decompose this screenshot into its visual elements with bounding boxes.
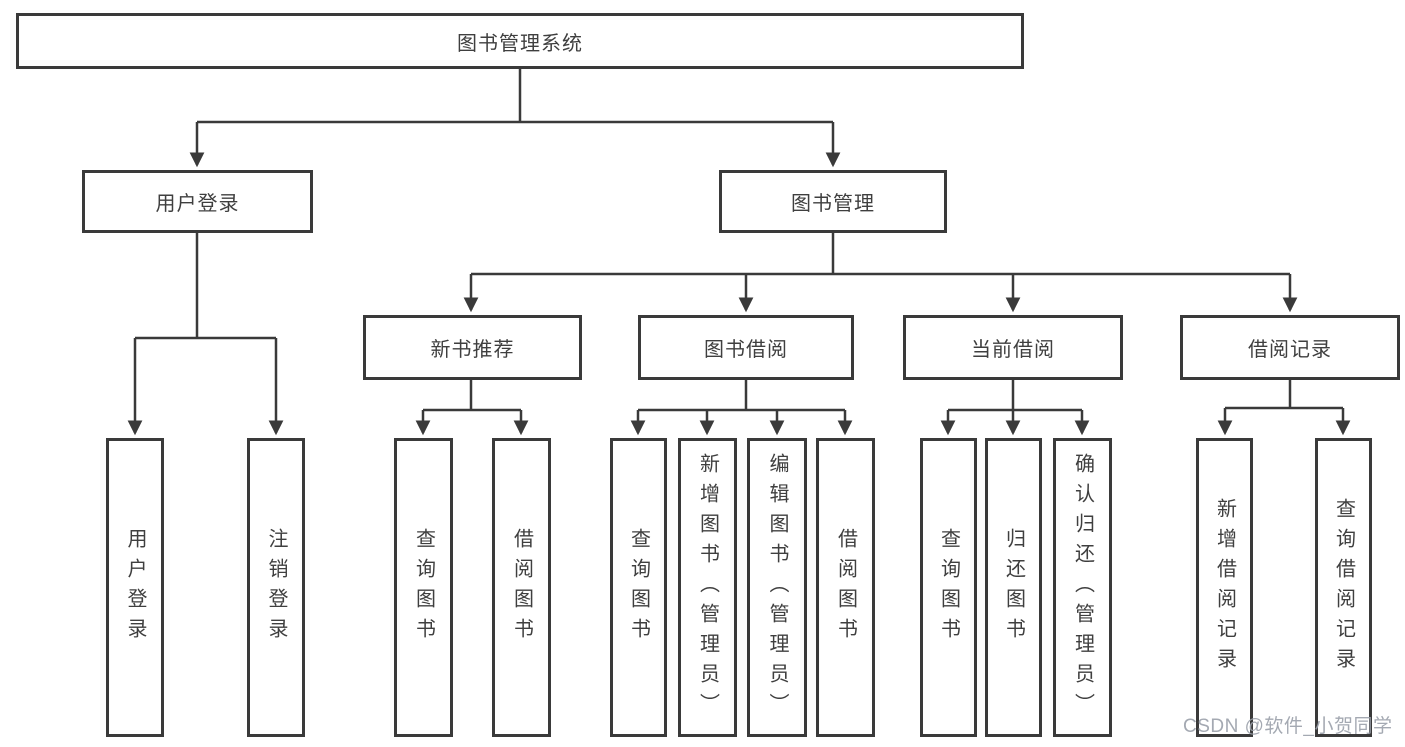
- leaf-add-borrow-record: 新增借阅记录: [1196, 438, 1253, 737]
- csdn-watermark: CSDN @软件_小贺同学: [1183, 716, 1393, 737]
- leaf-query-books-b-label: 查询图书: [627, 527, 650, 648]
- node-borrowing-records-label: 借阅记录: [1248, 339, 1332, 361]
- leaf-logout-label: 注销登录: [265, 527, 287, 648]
- leaf-edit-books-admin-label: 编辑图书（管理员）: [766, 452, 788, 723]
- leaf-user-login-label: 用户登录: [124, 527, 146, 648]
- leaf-query-books-a-label: 查询图书: [412, 527, 435, 648]
- node-current-borrowing: 当前借阅: [903, 315, 1123, 380]
- leaf-borrow-books-b-label: 借阅图书: [834, 527, 857, 648]
- leaf-confirm-return-admin: 确认归还（管理员）: [1053, 438, 1112, 737]
- leaf-query-books-b: 查询图书: [610, 438, 667, 737]
- node-new-book-recommend-label: 新书推荐: [430, 339, 515, 361]
- leaf-confirm-return-admin-label: 确认归还（管理员）: [1071, 452, 1094, 723]
- leaf-borrow-books-b: 借阅图书: [816, 438, 875, 737]
- node-user-login-label: 用户登录: [155, 193, 240, 215]
- leaf-query-books-a: 查询图书: [394, 438, 453, 737]
- node-borrowing-records: 借阅记录: [1180, 315, 1400, 380]
- node-root: 图书管理系统: [16, 13, 1024, 69]
- node-current-borrowing-label: 当前借阅: [971, 339, 1055, 361]
- leaf-edit-books-admin: 编辑图书（管理员）: [747, 438, 807, 737]
- node-new-book-recommend: 新书推荐: [363, 315, 582, 380]
- node-user-login: 用户登录: [82, 170, 313, 233]
- leaf-user-login: 用户登录: [106, 438, 164, 737]
- node-book-management-label: 图书管理: [791, 193, 875, 215]
- leaf-logout: 注销登录: [247, 438, 305, 737]
- leaf-borrow-books-a-label: 借阅图书: [510, 527, 533, 648]
- leaf-borrow-books-a: 借阅图书: [492, 438, 551, 737]
- leaf-query-borrow-record: 查询借阅记录: [1315, 438, 1372, 737]
- leaf-add-borrow-record-label: 新增借阅记录: [1213, 497, 1236, 678]
- leaf-add-books-admin-label: 新增图书（管理员）: [696, 452, 719, 723]
- node-book-management: 图书管理: [719, 170, 947, 233]
- leaf-return-books: 归还图书: [985, 438, 1042, 737]
- node-root-label: 图书管理系统: [457, 32, 583, 55]
- leaf-return-books-label: 归还图书: [1002, 527, 1025, 648]
- leaf-query-books-c-label: 查询图书: [937, 527, 960, 648]
- node-book-borrowing-label: 图书借阅: [704, 339, 788, 361]
- node-book-borrowing: 图书借阅: [638, 315, 854, 380]
- leaf-query-books-c: 查询图书: [920, 438, 977, 737]
- leaf-add-books-admin: 新增图书（管理员）: [678, 438, 737, 737]
- leaf-query-borrow-record-label: 查询借阅记录: [1332, 497, 1355, 678]
